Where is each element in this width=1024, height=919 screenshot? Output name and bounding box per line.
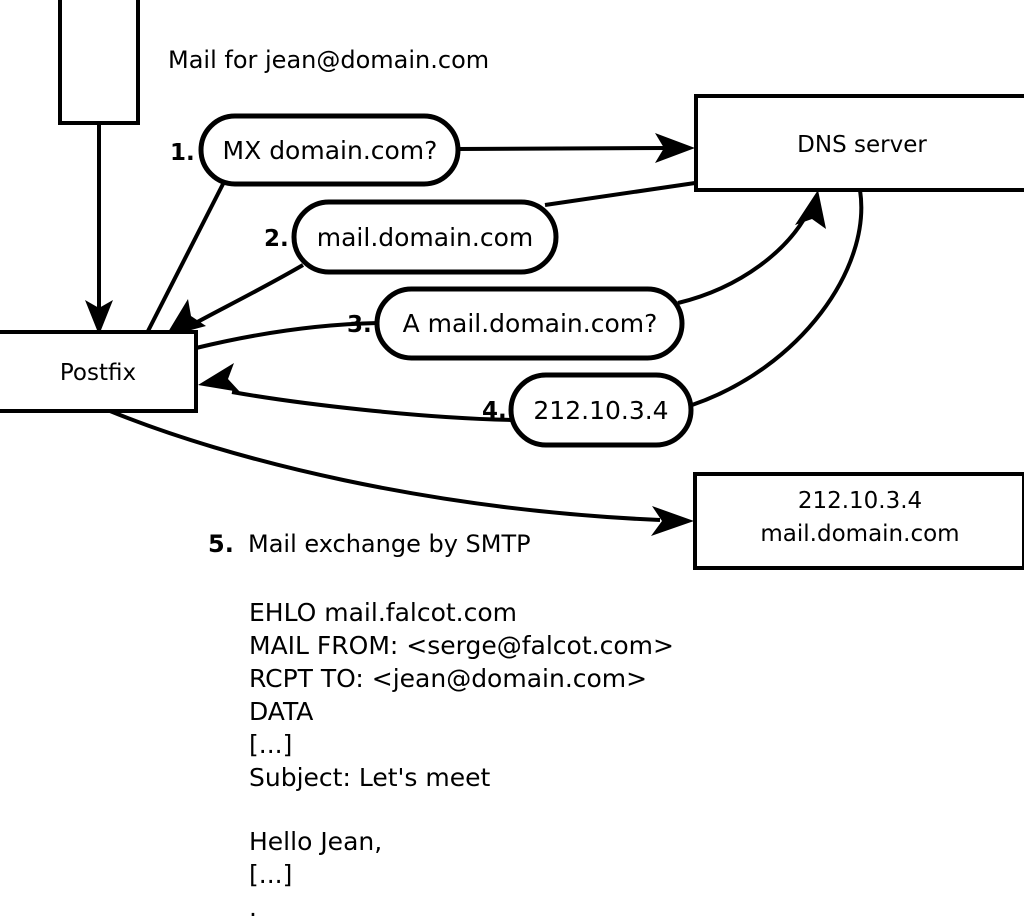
connector-client-to-postfix bbox=[85, 123, 113, 335]
caption-mail-for: Mail for jean@domain.com bbox=[168, 46, 489, 74]
node-postfix: Postfix bbox=[0, 330, 198, 413]
connector-step1-to-dns bbox=[457, 133, 695, 163]
arrowhead-icon bbox=[651, 506, 694, 536]
connector-postfix-to-step1 bbox=[145, 181, 226, 334]
connector-step2-to-postfix bbox=[165, 263, 305, 337]
arrowhead-icon bbox=[165, 299, 206, 337]
smtp-line: [...] bbox=[249, 860, 292, 889]
smtp-line: MAIL FROM: <serge@falcot.com> bbox=[249, 631, 674, 660]
connector-postfix-to-step3 bbox=[195, 321, 379, 350]
arrowhead-icon bbox=[198, 363, 240, 392]
smtp-line: Subject: Let's meet bbox=[249, 763, 490, 792]
step-1-label: MX domain.com? bbox=[223, 136, 438, 165]
smtp-line: . bbox=[249, 893, 257, 919]
node-target-server-host: mail.domain.com bbox=[760, 521, 959, 547]
node-dns-server: DNS server bbox=[694, 94, 1024, 192]
arrowhead-icon bbox=[85, 300, 113, 335]
step-5-number: 5. bbox=[208, 530, 234, 558]
smtp-line: Hello Jean, bbox=[249, 827, 382, 856]
smtp-line: EHLO mail.falcot.com bbox=[249, 598, 517, 627]
arrowhead-icon bbox=[655, 133, 695, 163]
smtp-line: [...] bbox=[249, 730, 292, 759]
step-1-number: 1. bbox=[170, 140, 195, 166]
connector-step4-to-postfix bbox=[198, 363, 513, 422]
step-3-number: 3. bbox=[347, 312, 372, 338]
connector-postfix-to-target bbox=[109, 409, 694, 536]
connector-step3-to-dns bbox=[677, 190, 826, 305]
step-bubble-4: 4. 212.10.3.4 bbox=[482, 372, 694, 448]
step-bubble-2: 2. mail.domain.com bbox=[264, 199, 559, 275]
step-4-label: 212.10.3.4 bbox=[533, 396, 668, 425]
node-dns-server-label: DNS server bbox=[797, 132, 927, 158]
step-3-label: A mail.domain.com? bbox=[403, 309, 658, 338]
connector-dns-to-step2 bbox=[544, 181, 696, 207]
connector-dns-to-step4 bbox=[691, 189, 864, 407]
node-target-server: 212.10.3.4 mail.domain.com bbox=[693, 472, 1024, 570]
node-mail-client bbox=[58, 0, 140, 125]
step-bubble-3: 3. A mail.domain.com? bbox=[347, 286, 685, 361]
step-2-number: 2. bbox=[264, 226, 289, 252]
arrowhead-icon bbox=[795, 190, 826, 229]
smtp-session-transcript: EHLO mail.falcot.com MAIL FROM: <serge@f… bbox=[249, 598, 674, 919]
step-5-label: Mail exchange by SMTP bbox=[248, 530, 531, 558]
step-2-label: mail.domain.com bbox=[317, 223, 533, 252]
node-postfix-label: Postfix bbox=[60, 360, 136, 386]
node-target-server-ip: 212.10.3.4 bbox=[798, 488, 922, 514]
step-bubble-1: 1. MX domain.com? bbox=[170, 113, 461, 187]
smtp-line: RCPT TO: <jean@domain.com> bbox=[249, 664, 647, 693]
smtp-line: DATA bbox=[249, 697, 313, 726]
step-4-number: 4. bbox=[482, 398, 507, 424]
